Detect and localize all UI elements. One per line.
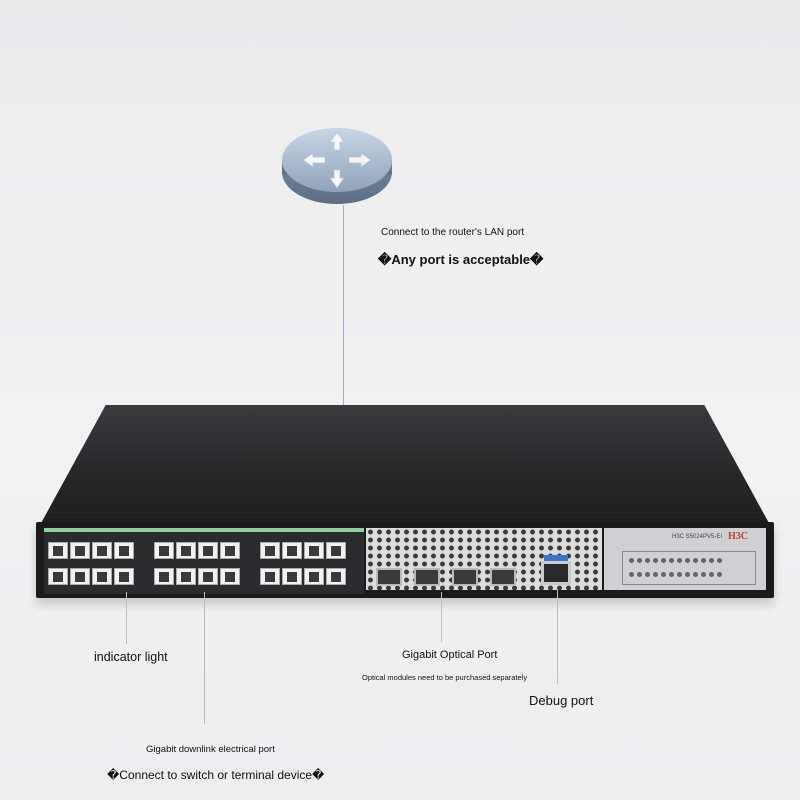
rj45-port (304, 542, 324, 559)
rj45-port (176, 542, 196, 559)
rj45-port (92, 542, 112, 559)
optical-callout-line (441, 592, 442, 642)
optical-port-note: Optical modules need to be purchased sep… (362, 673, 528, 682)
rj45-port (92, 568, 112, 585)
rj45-port (114, 542, 134, 559)
sfp-port (452, 568, 478, 586)
electrical-port-title: Gigabit downlink electrical port (146, 744, 275, 755)
rj45-port (154, 568, 174, 585)
router-callout-line (343, 205, 344, 530)
console-port-label-tab (544, 555, 568, 561)
sfp-port (414, 568, 440, 586)
rj45-port (114, 568, 134, 585)
rj45-port (304, 568, 324, 585)
electrical-callout-line (204, 592, 205, 724)
optical-port-title: Gigabit Optical Port (402, 649, 498, 661)
debug-port-label: Debug port (529, 693, 594, 708)
router-connection-label: Connect to the router's LAN port (381, 227, 525, 238)
rj45-port (260, 542, 280, 559)
status-led-panel (622, 551, 756, 585)
brand-logo: H3C (728, 531, 748, 542)
rj45-port (326, 542, 346, 559)
sfp-port (376, 568, 402, 586)
rj45-port (70, 542, 90, 559)
rj45-port (176, 568, 196, 585)
rj45-port (282, 542, 302, 559)
rj45-port (220, 542, 240, 559)
debug-callout-line (557, 590, 558, 684)
rj45-port (48, 542, 68, 559)
electrical-port-note: �Connect to switch or terminal device� (107, 768, 325, 782)
rj45-port (198, 542, 218, 559)
sfp-port (490, 568, 516, 586)
rj45-port (260, 568, 280, 585)
switch-top-cover (40, 405, 770, 525)
model-text: H3C S5024PV5-EI (672, 534, 723, 540)
rj45-port (220, 568, 240, 585)
rj45-port (154, 542, 174, 559)
rj45-port (282, 568, 302, 585)
indicator-light-label: indicator light (94, 650, 168, 664)
console-port (541, 561, 571, 585)
rj45-port (48, 568, 68, 585)
indicator-callout-line (126, 592, 127, 644)
rj45-port (326, 568, 346, 585)
rj45-port (198, 568, 218, 585)
router-connection-note: �Any port is acceptable� (378, 252, 544, 267)
router-icon (281, 120, 393, 210)
electrical-port-block (44, 528, 364, 594)
rj45-port (70, 568, 90, 585)
